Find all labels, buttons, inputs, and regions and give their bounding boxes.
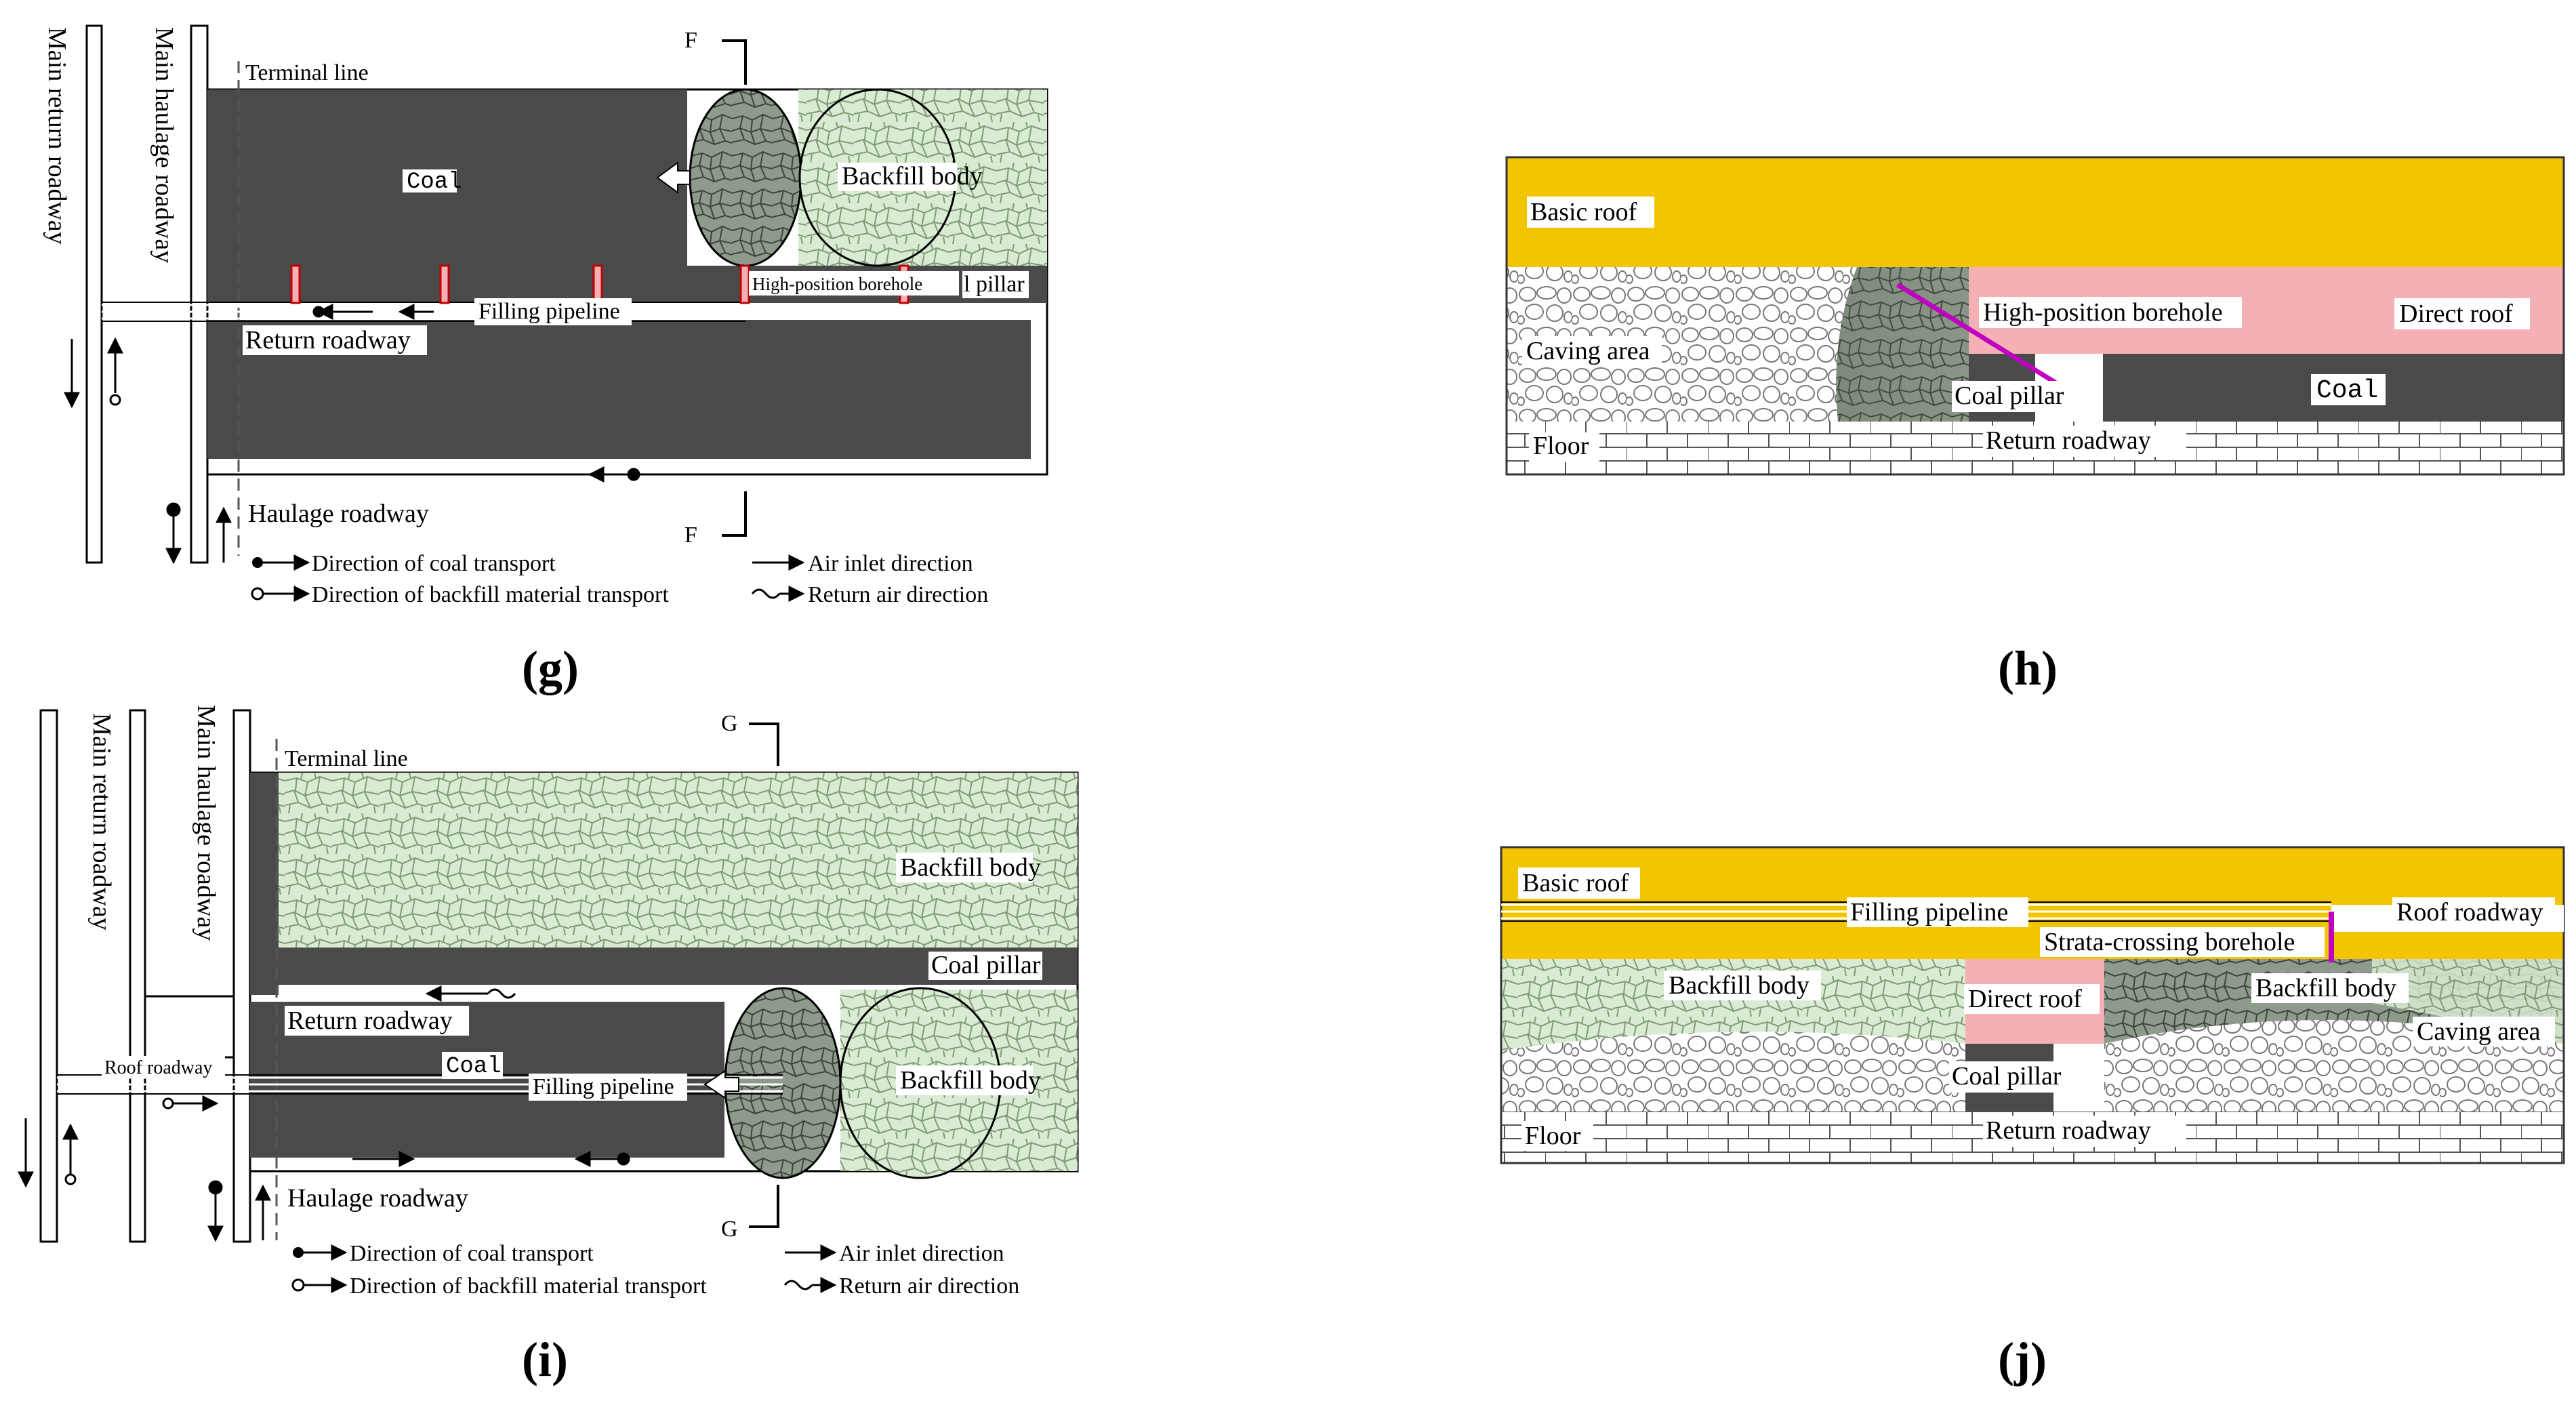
- haulage-roadway-label: Haulage roadway: [248, 500, 429, 528]
- terminal-line-label-i: Terminal line: [285, 746, 408, 771]
- backfill-left-j: [1501, 959, 1965, 1051]
- caption-h: (h): [1998, 641, 2058, 695]
- section-mark-label-bottom-i: G: [721, 1217, 738, 1242]
- roof-roadway-label-i: Roof roadway: [104, 1057, 212, 1078]
- main-haulage-roadway-tunnel: [190, 24, 209, 564]
- legend-i: Direction of coal transport Direction of…: [291, 1241, 1019, 1299]
- legend-coal-transport-i: Direction of coal transport: [350, 1241, 594, 1266]
- floor-label-h: Floor: [1533, 432, 1589, 460]
- legend-backfill-transport-i: Direction of backfill material transport: [350, 1274, 707, 1299]
- section-mark-bottom: [722, 491, 747, 537]
- caving-area-label-h: Caving area: [1526, 337, 1650, 365]
- backfill-body-label-j-right: Backfill body: [2255, 974, 2396, 1002]
- main-return-roadway-label: Main return roadway: [43, 27, 71, 245]
- coal-pillar-label-h: Coal pillar: [1955, 382, 2064, 410]
- panel-j: Basic roof Filling pipeline Roof roadway…: [1500, 846, 2565, 1387]
- basic-roof-label-h: Basic roof: [1530, 198, 1637, 226]
- caption-i: (i): [522, 1332, 568, 1387]
- advance-arrow-icon-i: [703, 1070, 739, 1099]
- backfill-body-label: Backfill body: [842, 162, 983, 190]
- legend-air-inlet: Air inlet direction: [808, 551, 973, 576]
- return-roadway-label-h: Return roadway: [1986, 426, 2151, 455]
- main-haulage-roadway-label-i: Main haulage roadway: [192, 705, 220, 941]
- direct-roof-label-j: Direct roof: [1968, 985, 2082, 1013]
- flow-arrows-i: [17, 985, 630, 1242]
- main-haulage-roadway-tunnel-i-b: [232, 709, 251, 1243]
- filling-pipeline-label-j: Filling pipeline: [1850, 898, 2008, 927]
- main-return-roadway-tunnel-i: [39, 709, 58, 1243]
- section-mark-label-top-i: G: [721, 711, 738, 736]
- panel-h: Basic roof High-position borehole Direct…: [1505, 156, 2565, 695]
- legend-g: Direction of coal transport Direction of…: [251, 551, 988, 607]
- return-roadway-label: Return roadway: [245, 326, 411, 354]
- high-position-borehole-label-h: High-position borehole: [1983, 298, 2223, 327]
- cross-cut: [145, 995, 234, 1059]
- coal-pillar-partial-label: l pillar: [964, 272, 1025, 297]
- backfill-body-label-i-lower: Backfill body: [900, 1066, 1041, 1095]
- basic-roof-label-j: Basic roof: [1522, 869, 1629, 897]
- coal-label: Coal: [407, 169, 462, 195]
- caving-area-label-j: Caving area: [2417, 1017, 2541, 1046]
- return-roadway-label-j: Return roadway: [1986, 1116, 2151, 1145]
- high-position-borehole-label: High-position borehole: [752, 274, 922, 294]
- strata-crossing-borehole-label-j: Strata-crossing borehole: [2044, 928, 2295, 956]
- section-mark-bottom-i: [749, 1185, 779, 1228]
- legend-return-air-i: Return air direction: [839, 1274, 1019, 1299]
- panel-g: Main return roadway Main haulage roadway…: [43, 24, 1048, 695]
- panel-i: Main return roadway Main haulage roadway…: [17, 705, 1079, 1387]
- legend-air-inlet-i: Air inlet direction: [839, 1241, 1004, 1266]
- legend-return-air: Return air direction: [808, 582, 988, 607]
- main-haulage-roadway-label: Main haulage roadway: [150, 27, 178, 263]
- filling-pipeline-label: Filling pipeline: [478, 299, 620, 324]
- terminal-line-label: Terminal line: [245, 60, 369, 85]
- coal-label-i: Coal: [446, 1054, 502, 1080]
- backfill-body-label-i-upper: Backfill body: [900, 853, 1041, 882]
- legend-backfill-transport: Direction of backfill material transport: [312, 582, 669, 607]
- caption-j: (j): [1998, 1332, 2047, 1387]
- coal-pillar-label-i: Coal pillar: [931, 951, 1041, 979]
- haulage-roadway-label-i: Haulage roadway: [287, 1184, 468, 1213]
- basic-roof-layer: [1507, 157, 2564, 267]
- filling-zone-ellipse: [689, 88, 802, 267]
- main-return-roadway-label-i: Main return roadway: [87, 713, 116, 931]
- filling-pipeline-label-i: Filling pipeline: [533, 1074, 674, 1099]
- flow-arrows: [64, 304, 640, 565]
- advance-arrow-icon: [656, 161, 691, 194]
- section-mark-top: [722, 39, 747, 85]
- caption-g: (g): [522, 641, 579, 695]
- roof-roadway-label-j: Roof roadway: [2396, 898, 2543, 927]
- section-mark-label-top: F: [684, 28, 697, 53]
- basic-roof-layer-j: [1501, 847, 2564, 959]
- main-return-roadway-tunnel: [85, 24, 103, 564]
- filling-zone-ellipse-i: [724, 987, 842, 1179]
- direct-roof-label-h: Direct roof: [2399, 300, 2513, 328]
- coal-pillar-label-j: Coal pillar: [1952, 1062, 2062, 1091]
- backfill-body-label-j-left: Backfill body: [1669, 971, 1810, 1000]
- return-roadway-label-i: Return roadway: [287, 1006, 453, 1035]
- filling-pipeline-outline: [102, 302, 745, 322]
- main-haulage-roadway-tunnel-i-a: [129, 709, 146, 1243]
- high-position-borehole-h: [1896, 283, 2065, 390]
- coal-label-h: Coal: [2316, 376, 2378, 405]
- section-mark-label-bottom: F: [684, 523, 697, 548]
- section-mark-top-i: [749, 722, 779, 766]
- legend-coal-transport: Direction of coal transport: [312, 551, 556, 576]
- floor-label-j: Floor: [1525, 1122, 1581, 1150]
